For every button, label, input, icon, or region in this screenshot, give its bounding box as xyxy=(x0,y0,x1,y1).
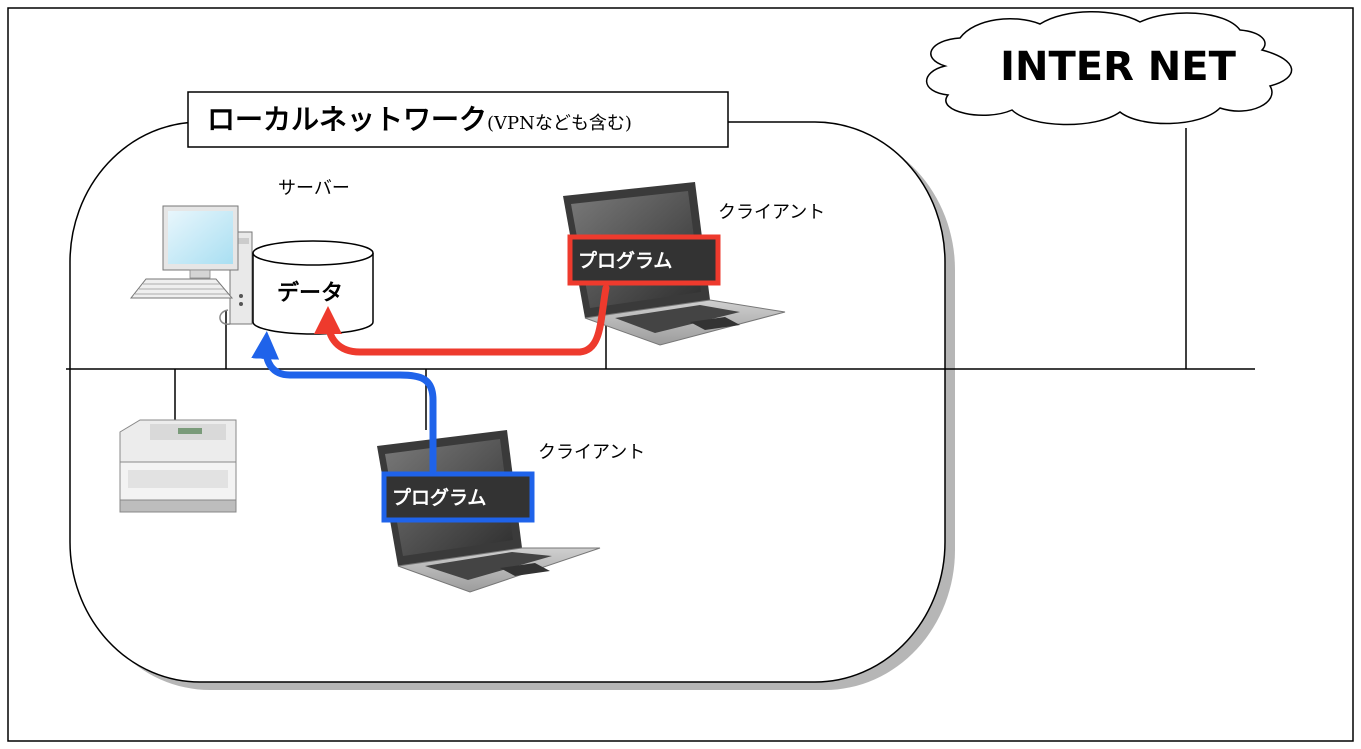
blue-arrow xyxy=(251,331,437,474)
server-label: サーバー xyxy=(278,178,350,199)
client-bottom-label: クライアント xyxy=(538,442,645,463)
lan-title-box xyxy=(187,91,729,148)
database-cylinder: データ xyxy=(252,240,374,335)
program-label-bottom: プログラム xyxy=(392,486,486,509)
printer-icon xyxy=(119,419,237,513)
internet-cloud: INTER NET xyxy=(925,11,1293,126)
internet-label: INTER NET xyxy=(1000,44,1236,90)
red-arrow xyxy=(314,284,610,356)
server-computer-icon xyxy=(129,205,253,325)
program-box-bottom: プログラム xyxy=(381,471,535,523)
lan-title: ローカルネットワーク(VPNなども含む) xyxy=(207,103,632,136)
client-top-label: クライアント xyxy=(718,202,825,223)
program-label-top: プログラム xyxy=(578,249,672,272)
program-box-top: プログラム xyxy=(567,234,721,286)
lan-title-main: ローカルネットワーク xyxy=(207,103,487,136)
lan-title-sub: (VPNなども含む) xyxy=(487,113,632,134)
database-label: データ xyxy=(277,280,343,306)
